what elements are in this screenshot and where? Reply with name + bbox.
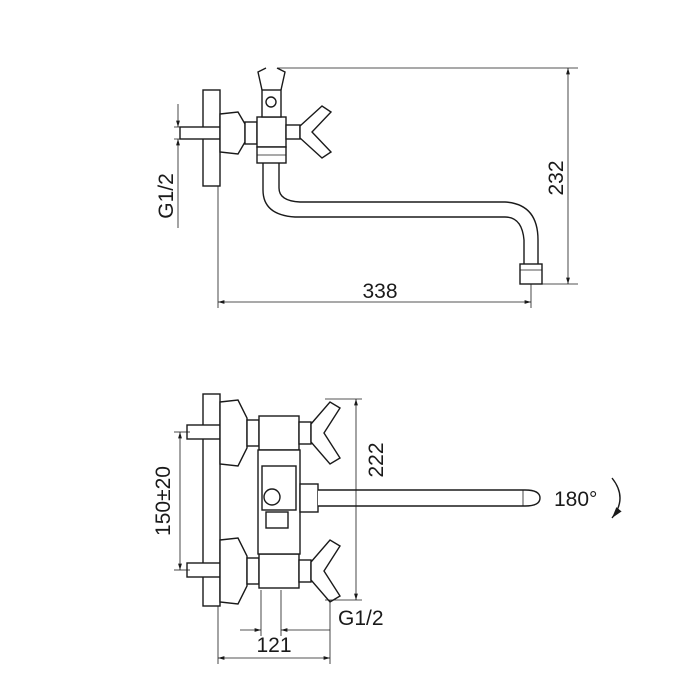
top-escutcheon (219, 111, 246, 155)
top-spout-inner (278, 163, 539, 264)
bottom-upper-escutcheon (219, 399, 248, 467)
dim-bottom-spacing: 150±20 (152, 466, 175, 536)
bottom-upper-cross-handle (310, 401, 341, 465)
top-aerator (519, 263, 543, 285)
dim-top-width: 338 (362, 280, 397, 303)
dim-bottom-depth: 121 (256, 634, 291, 657)
dim-top-height: 232 (545, 160, 568, 195)
dim-bottom-height: 222 (365, 442, 388, 477)
top-cross-handle (299, 105, 333, 159)
top-side-view: 338 232 G1/2 (155, 67, 578, 308)
dim-bottom-thread: G1/2 (338, 607, 384, 630)
top-inlet-pipe (179, 126, 221, 140)
bottom-lower-escutcheon (219, 537, 248, 605)
bottom-wall (202, 393, 221, 607)
top-spout-outer (262, 163, 525, 264)
bottom-plan-view: 222 150±20 G1/2 121 180° (152, 393, 622, 664)
rotation-arrow-icon (611, 477, 622, 519)
dim-top-thread: G1/2 (155, 173, 178, 219)
bottom-spout (318, 489, 541, 507)
top-valve-body (256, 116, 287, 148)
dim-rotation: 180° (554, 488, 597, 511)
bottom-lower-cross-handle (310, 539, 341, 603)
